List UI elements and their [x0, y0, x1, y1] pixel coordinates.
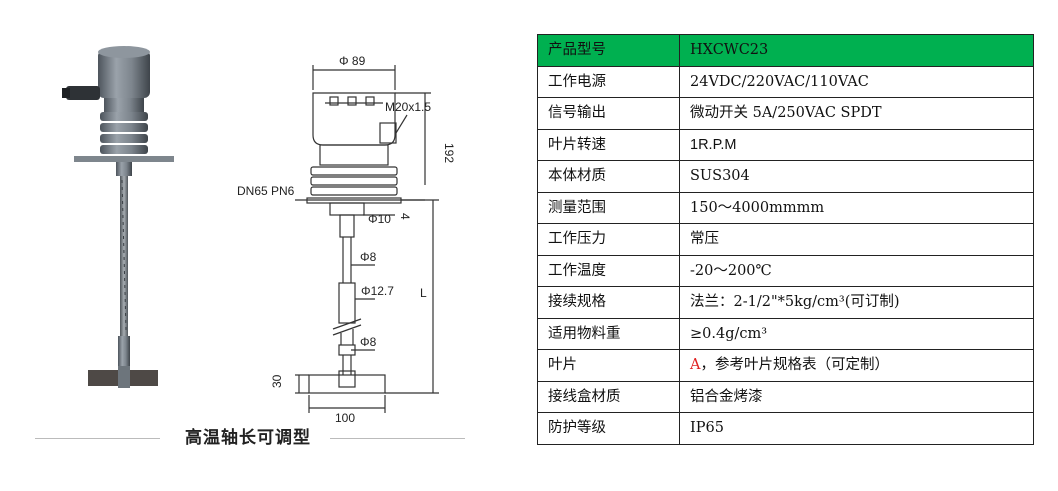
table-row-model: 产品型号 HXCWC23: [537, 34, 1034, 67]
spec-value: HXCWC23: [679, 34, 1034, 67]
spec-key: 接续规格: [537, 286, 680, 319]
spec-key: 产品型号: [537, 34, 680, 67]
table-row: 本体材质 SUS304: [537, 160, 1034, 193]
spec-key: 本体材质: [537, 160, 680, 193]
spec-value: ≥0.4g/cm³: [679, 317, 1034, 350]
table-row: 工作电源 24VDC/220VAC/110VAC: [537, 65, 1034, 98]
dimension-drawing: Φ 89 M20x1.5 192 DN65 PN6 Φ10 4 Φ8 Φ12.7…: [237, 54, 456, 425]
spec-value: 1R.P.M: [679, 128, 1034, 161]
spec-key: 叶片: [537, 349, 680, 382]
table-row: 防护等级 IP65: [537, 412, 1034, 445]
table-row: 工作压力 常压: [537, 223, 1034, 256]
spec-value: -20～200℃: [679, 254, 1034, 287]
spec-value: 铝合金烤漆: [679, 380, 1034, 413]
dim-100: 100: [335, 411, 355, 425]
spec-key: 工作电源: [537, 65, 680, 98]
product-photo: [62, 46, 174, 388]
spec-value: 微动开关 5A/250VAC SPDT: [679, 97, 1034, 130]
table-row: 接线盒材质 铝合金烤漆: [537, 380, 1034, 413]
table-row: 叶片 A，参考叶片规格表（可定制）: [537, 349, 1034, 382]
table-row: 测量范围 150～4000mmmm: [537, 191, 1034, 224]
dim-phi8-upper: Φ8: [360, 250, 377, 264]
spec-key: 工作温度: [537, 254, 680, 287]
spec-key: 接线盒材质: [537, 380, 680, 413]
dim-thread: M20x1.5: [385, 100, 431, 114]
dim-phi8-lower: Φ8: [360, 335, 377, 349]
table-row: 适用物料重 ≥0.4g/cm³: [537, 317, 1034, 350]
table-row: 信号输出 微动开关 5A/250VAC SPDT: [537, 97, 1034, 130]
spec-key: 适用物料重: [537, 317, 680, 350]
spec-value: 常压: [679, 223, 1034, 256]
spec-value: IP65: [679, 412, 1034, 445]
dim-phi12-7: Φ12.7: [361, 284, 394, 298]
dim-phi89: Φ 89: [339, 54, 366, 68]
product-caption: 高温轴长可调型: [185, 428, 311, 448]
spec-value: 24VDC/220VAC/110VAC: [679, 65, 1034, 98]
caption-divider-left: [35, 438, 160, 439]
spec-key: 测量范围: [537, 191, 680, 224]
table-row: 叶片转速 1R.P.M: [537, 128, 1034, 161]
spec-table: 产品型号 HXCWC23 工作电源 24VDC/220VAC/110VAC 信号…: [537, 34, 1034, 445]
dim-L: L: [420, 286, 427, 300]
spec-value: A，参考叶片规格表（可定制）: [679, 349, 1034, 382]
dim-phi10: Φ10: [368, 212, 391, 226]
spec-key: 信号输出: [537, 97, 680, 130]
blade-type-letter: A: [690, 357, 701, 373]
blade-type-note: ，参考叶片规格表（可定制）: [700, 357, 889, 373]
table-row: 工作温度 -20～200℃: [537, 254, 1034, 287]
spec-value: SUS304: [679, 160, 1034, 193]
spec-key: 工作压力: [537, 223, 680, 256]
dim-4: 4: [398, 213, 412, 220]
spec-key: 叶片转速: [537, 128, 680, 161]
dim-192: 192: [442, 143, 456, 163]
table-row: 接续规格 法兰：2-1/2"*5kg/cm³(可订制): [537, 286, 1034, 319]
dim-30: 30: [270, 374, 284, 388]
spec-value: 150～4000mmmm: [679, 191, 1034, 224]
spec-value: 法兰：2-1/2"*5kg/cm³(可订制): [679, 286, 1034, 319]
dim-flange: DN65 PN6: [237, 184, 295, 198]
caption-area: 高温轴长可调型: [35, 426, 465, 450]
caption-divider-right: [330, 438, 465, 439]
spec-key: 防护等级: [537, 412, 680, 445]
